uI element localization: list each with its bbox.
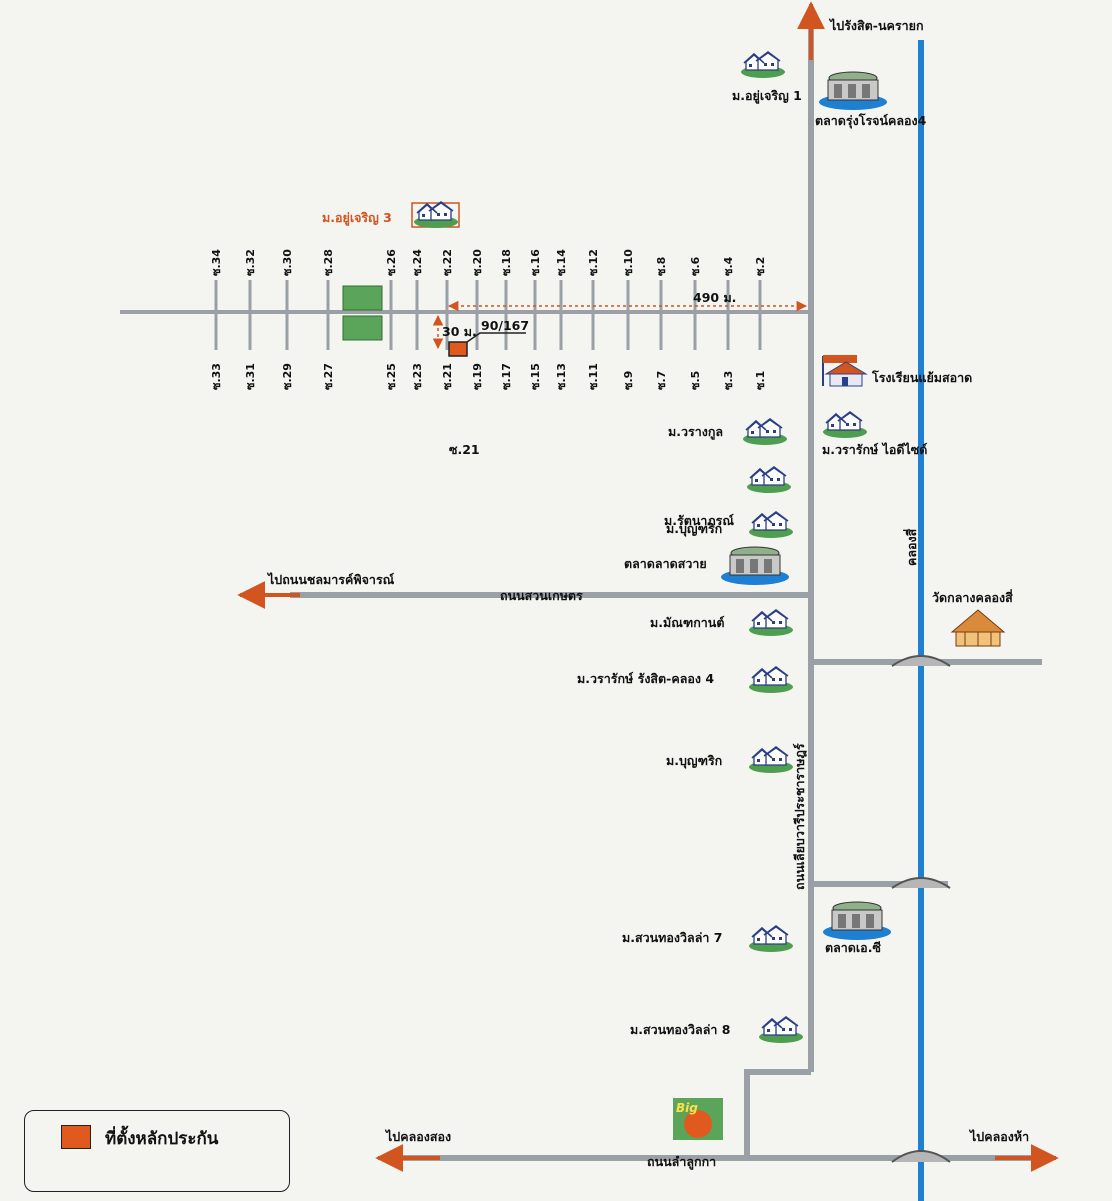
soi-extra-label: ซ.21 (449, 442, 480, 457)
soi-label: ซ.31 (244, 363, 257, 390)
place-label: ม.รัตนาภรณ์ (664, 513, 734, 528)
big-c-logo: Big (673, 1098, 723, 1140)
soi-label: ซ.7 (655, 371, 668, 390)
soi-label: ซ.8 (655, 257, 668, 276)
distance-490-label: 490 ม. (693, 290, 736, 305)
soi-label: ซ.32 (244, 249, 257, 276)
soi-label: ซ.28 (322, 249, 335, 276)
soi-label: ซ.29 (281, 363, 294, 390)
main-road-label: ถนนเลียบวารีประชาราษฎร์ (792, 743, 808, 890)
school-icon (822, 355, 868, 387)
place-label: ตลาดเอ.ซี (825, 940, 881, 955)
soi-label: ซ.18 (500, 249, 513, 276)
bridge-icon (891, 877, 951, 889)
big-c-label: Big (676, 1101, 698, 1115)
soi-labels-bottom: ซ.33 ซ.31 ซ.29 ซ.27 ซ.25 ซ.23 ซ.21 ซ.19 … (210, 363, 767, 390)
soi-label: ซ.22 (441, 249, 454, 276)
village-icon (748, 511, 794, 538)
market-icon (720, 546, 790, 585)
place-label: ม.สวนทองวิลล่า 8 (630, 1022, 730, 1037)
canal-label: คลองสี่ (903, 528, 919, 566)
place-label: ม.อยู่เจริญ 3 (322, 210, 392, 226)
soi-label: ซ.13 (555, 363, 568, 390)
soi-label: ซ.16 (529, 249, 542, 276)
soi-label: ซ.17 (500, 363, 513, 390)
soi-label: ซ.15 (529, 363, 542, 390)
soi-label: ซ.34 (210, 249, 223, 276)
place-label: ม.อยู่เจริญ 1 (732, 88, 802, 104)
market-icon (822, 901, 892, 940)
soi-label: ซ.20 (471, 249, 484, 276)
soi-label: ซ.24 (411, 249, 424, 276)
lam-luk-ka-road-label: ถนนลำลูกกา (647, 1154, 716, 1170)
village-icon (746, 466, 792, 493)
place-label: ม.วรารักษ์ รังสิต-คลอง 4 (577, 671, 714, 686)
place-label: ม.บุญฑริก (666, 753, 722, 769)
village-icon (748, 666, 794, 693)
village-icon (748, 925, 794, 952)
village-icon (740, 51, 786, 78)
village-icon (822, 411, 868, 438)
plot-leader-line (466, 332, 526, 343)
temple-icon (950, 609, 1006, 647)
soi-label: ซ.4 (722, 256, 735, 276)
collateral-plot[interactable] (448, 341, 468, 357)
green-block-south (342, 315, 383, 341)
southwest-direction-label: ไปคลองสอง (384, 1129, 451, 1144)
soi-label: ซ.26 (385, 249, 398, 276)
soi-label: ซ.3 (722, 371, 735, 390)
soi-label: ซ.1 (754, 371, 767, 390)
soi-label: ซ.12 (587, 249, 600, 276)
soi-label: ซ.23 (411, 363, 424, 390)
village-icon (748, 746, 794, 773)
legend-swatch (61, 1125, 91, 1149)
place-label: โรงเรียนแย้มสอาด (871, 370, 972, 385)
place-label: ตลาดรุ่งโรจน์คลอง4 (815, 113, 927, 129)
soi-label: ซ.33 (210, 363, 223, 390)
soi-lines (214, 280, 762, 350)
soi-label: ซ.9 (622, 371, 635, 390)
road-to-big (744, 1069, 811, 1155)
soi-label: ซ.2 (754, 257, 767, 276)
soi-label: ซ.10 (622, 249, 635, 276)
soi-label: ซ.27 (322, 363, 335, 390)
bridge-icon (891, 655, 951, 667)
soi-label: ซ.21 (441, 363, 454, 390)
legend-label: ที่ตั้งหลักประกัน (105, 1129, 219, 1149)
plot-number-label: 90/167 (481, 318, 529, 333)
west-direction-label: ไปถนนชลมารค์พิจารณ์ (266, 572, 395, 587)
southeast-direction-label: ไปคลองห้า (968, 1129, 1029, 1144)
suan-kaset-road-label: ถนนสวนเกษตร (500, 588, 583, 603)
soi-label: ซ.14 (555, 249, 568, 276)
village-icon (413, 201, 459, 228)
village-icon (758, 1016, 804, 1043)
place-label: วัดกลางคลองสี่ (932, 589, 1013, 605)
soi-label: ซ.11 (587, 363, 600, 390)
place-label: ม.สวนทองวิลล่า 7 (622, 930, 722, 945)
place-label: ม.วรารักษ์ ไอดีไซด์ (822, 442, 927, 457)
village-icon (742, 418, 788, 445)
bridge-icon (891, 1150, 951, 1163)
place-label: ม.วรางกูล (668, 424, 723, 440)
green-block-north (342, 285, 383, 311)
north-direction-label: ไปรังสิต-นครายก (828, 18, 924, 33)
soi-label: ซ.5 (689, 371, 702, 390)
legend: ที่ตั้งหลักประกัน (24, 1110, 290, 1192)
place-label: ม.บุญฑริก (666, 521, 722, 537)
place-label: ตลาดลาดสวาย (624, 556, 707, 571)
soi-label: ซ.19 (471, 363, 484, 390)
market-icon (818, 71, 888, 110)
place-label: ม.มัณฑกานต์ (650, 615, 724, 630)
village-icon (748, 609, 794, 636)
soi-label: ซ.25 (385, 363, 398, 390)
soi-label: ซ.30 (281, 249, 294, 276)
distance-30-label: 30 ม. (442, 324, 477, 339)
soi-labels-top: ซ.34 ซ.32 ซ.30 ซ.28 ซ.26 ซ.24 ซ.22 ซ.20 … (210, 249, 767, 276)
soi-label: ซ.6 (689, 256, 702, 276)
